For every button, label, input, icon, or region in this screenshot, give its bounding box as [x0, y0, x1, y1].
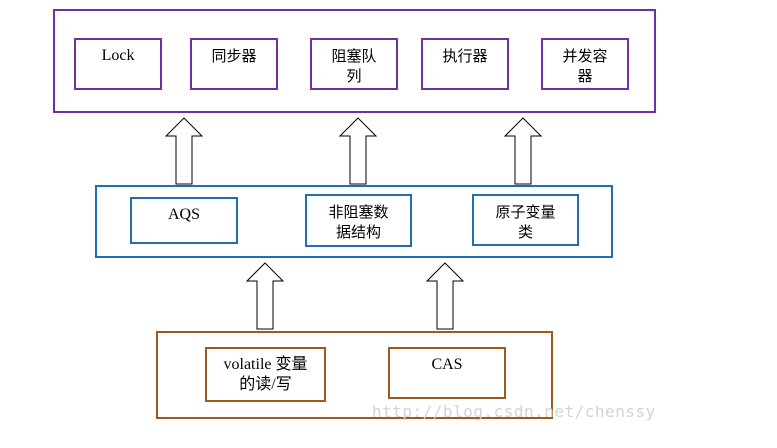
- lock-box: Lock: [74, 38, 162, 90]
- blocking-queue-label: 阻塞队 列: [331, 47, 377, 85]
- executor-label: 执行器: [442, 47, 488, 65]
- up-arrow-icon: [338, 117, 378, 185]
- volatile-rw-label: volatile 变量 的读/写: [223, 356, 308, 393]
- atomic-variable-box: 原子变量 类: [472, 194, 579, 246]
- synchronizer-label: 同步器: [211, 47, 257, 65]
- up-arrow-icon: [164, 117, 204, 185]
- aqs-label: AQS: [167, 206, 200, 223]
- aqs-box: AQS: [130, 197, 238, 244]
- up-arrow-icon: [245, 262, 285, 330]
- atomic-variable-label: 原子变量 类: [495, 203, 556, 241]
- synchronizer-box: 同步器: [190, 38, 278, 90]
- bottom-layer-group: [156, 331, 553, 419]
- cas-label: CAS: [431, 356, 463, 373]
- top-layer-group: [53, 9, 656, 113]
- middle-layer-group: [95, 185, 613, 258]
- blocking-queue-box: 阻塞队 列: [310, 38, 398, 90]
- concurrent-container-box: 并发容 器: [541, 38, 629, 90]
- watermark-text: http://blog.csdn.net/chenssy: [372, 402, 656, 421]
- up-arrow-icon: [425, 262, 465, 330]
- nonblocking-structure-box: 非阻塞数 据结构: [305, 194, 412, 247]
- concurrent-container-label: 并发容 器: [562, 47, 608, 85]
- lock-label: Lock: [101, 47, 135, 64]
- executor-box: 执行器: [421, 38, 509, 90]
- cas-box: CAS: [388, 347, 506, 399]
- up-arrow-icon: [503, 117, 543, 185]
- nonblocking-structure-label: 非阻塞数 据结构: [328, 203, 389, 241]
- volatile-rw-box: volatile 变量 的读/写: [205, 347, 326, 402]
